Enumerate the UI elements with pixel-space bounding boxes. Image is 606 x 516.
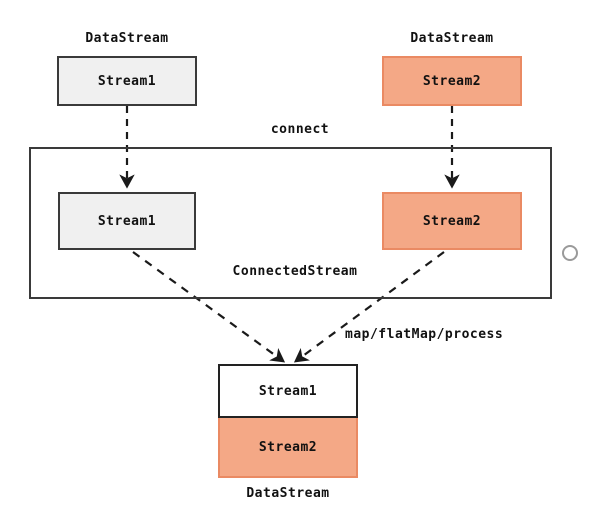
connected-stream2-node[interactable]: Stream2 bbox=[382, 192, 522, 250]
result-stream2-label: Stream2 bbox=[258, 439, 318, 455]
source-stream1-label: Stream1 bbox=[97, 73, 157, 89]
connected-stream1-node[interactable]: Stream1 bbox=[58, 192, 196, 250]
source-stream2-label: Stream2 bbox=[422, 73, 482, 89]
connect-operation-label: connect bbox=[270, 122, 330, 137]
transform-operation-label: map/flatMap/process bbox=[345, 327, 504, 342]
result-datastream-caption: DataStream bbox=[246, 486, 330, 501]
source-stream2-node[interactable]: Stream2 bbox=[382, 56, 522, 106]
source-stream1-node[interactable]: Stream1 bbox=[57, 56, 197, 106]
connected-stream-container-label: ConnectedStream bbox=[232, 264, 358, 279]
result-stream1-label: Stream1 bbox=[258, 383, 318, 399]
connected-stream2-label: Stream2 bbox=[422, 213, 482, 229]
source-stream2-caption: DataStream bbox=[410, 31, 494, 46]
connected-stream-container[interactable] bbox=[29, 147, 552, 299]
circle-handle-icon[interactable] bbox=[562, 245, 578, 261]
result-stream1-row[interactable]: Stream1 bbox=[218, 364, 358, 418]
connected-stream1-label: Stream1 bbox=[97, 213, 157, 229]
result-stream2-row[interactable]: Stream2 bbox=[218, 418, 358, 478]
source-stream1-caption: DataStream bbox=[85, 31, 169, 46]
